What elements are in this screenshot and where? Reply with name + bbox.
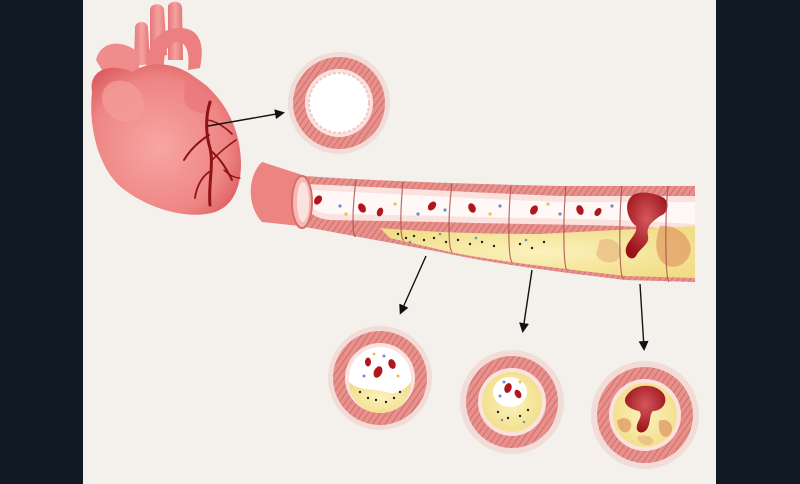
blood-cells: [313, 195, 614, 217]
coronary-artery-icon: [183, 100, 241, 207]
early-plaque-cross-section: [328, 326, 432, 430]
heart-icon: [91, 1, 241, 215]
narrowed-cross-section: [460, 350, 564, 454]
artery-tube-icon: [250, 162, 695, 283]
occluded-cross-section: [591, 361, 699, 469]
arrow-to-occluded: [638, 283, 649, 351]
arrow-to-healthy-section: [207, 109, 285, 127]
healthy-cross-section: [288, 52, 390, 154]
arrow-to-early-plaque: [399, 255, 427, 315]
arrow-to-narrowed: [519, 269, 533, 333]
lipid-particles: [396, 232, 546, 250]
